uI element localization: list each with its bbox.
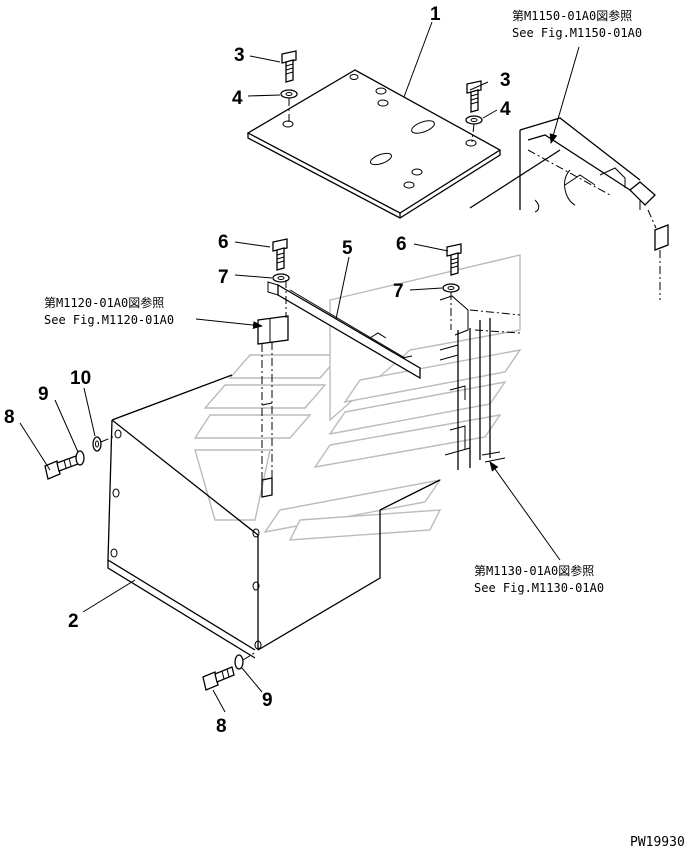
ref-m1130-en: See Fig.M1130-01A0 [474, 581, 604, 595]
label-part-7-right: 7 [393, 281, 404, 302]
washer-9-left [75, 450, 85, 466]
side-cover-box [107, 374, 441, 659]
label-part-8-bottom: 8 [216, 716, 227, 737]
bolt-axis-lower-left [100, 435, 116, 443]
bracket-right [439, 292, 521, 470]
washer-7-left [272, 273, 290, 283]
label-part-4-right: 4 [500, 99, 511, 120]
frame-bracket-top-right [469, 117, 669, 300]
label-part-10: 10 [70, 368, 91, 389]
bolt-6-right [446, 243, 462, 276]
leader-lines [19, 21, 580, 713]
bolt-3-right [466, 80, 482, 113]
washer-7-right [442, 283, 460, 293]
ref-m1120-jp: 第M1120-01A0図参照 [44, 295, 164, 310]
top-plate [246, 69, 502, 219]
washer-9-bottom [234, 654, 244, 670]
washer-4-left [280, 89, 298, 99]
ref-m1130-jp: 第M1130-01A0図参照 [474, 563, 594, 578]
bolt-8-left [44, 455, 79, 480]
bolt-6-left [272, 238, 288, 271]
drawing-code: PW19930 [630, 835, 685, 850]
watermark-logo [193, 254, 522, 541]
label-part-3-right: 3 [500, 70, 511, 91]
cross-beam [267, 281, 421, 380]
washer-10-left [92, 436, 102, 452]
label-part-9-bottom: 9 [262, 690, 273, 711]
label-part-6-right: 6 [396, 234, 407, 255]
bolt-3-left [281, 50, 297, 83]
reference-notes: 第M1150-01A0図参照 See Fig.M1150-01A0 第M1120… [44, 8, 642, 595]
part-labels: 1 2 3 3 4 4 5 6 6 7 7 8 8 9 9 10 [4, 4, 511, 737]
label-part-1: 1 [430, 4, 441, 25]
washer-4-right [465, 115, 483, 125]
ref-m1150-en: See Fig.M1150-01A0 [512, 26, 642, 40]
bolt-axis-right [471, 123, 475, 143]
label-part-5: 5 [342, 238, 353, 259]
label-part-9-left: 9 [38, 384, 49, 405]
bracket-left [257, 280, 289, 498]
label-part-8-left: 8 [4, 407, 15, 428]
ref-m1120-en: See Fig.M1120-01A0 [44, 313, 174, 327]
bolt-axis-bottom [242, 651, 257, 661]
label-part-6-left: 6 [218, 232, 229, 253]
ref-m1150-jp: 第M1150-01A0図参照 [512, 8, 632, 23]
label-part-7-left: 7 [218, 267, 229, 288]
label-part-4-left: 4 [232, 88, 243, 109]
bolt-8-bottom [202, 666, 235, 691]
label-part-3-left: 3 [234, 45, 245, 66]
label-part-2: 2 [68, 611, 79, 632]
